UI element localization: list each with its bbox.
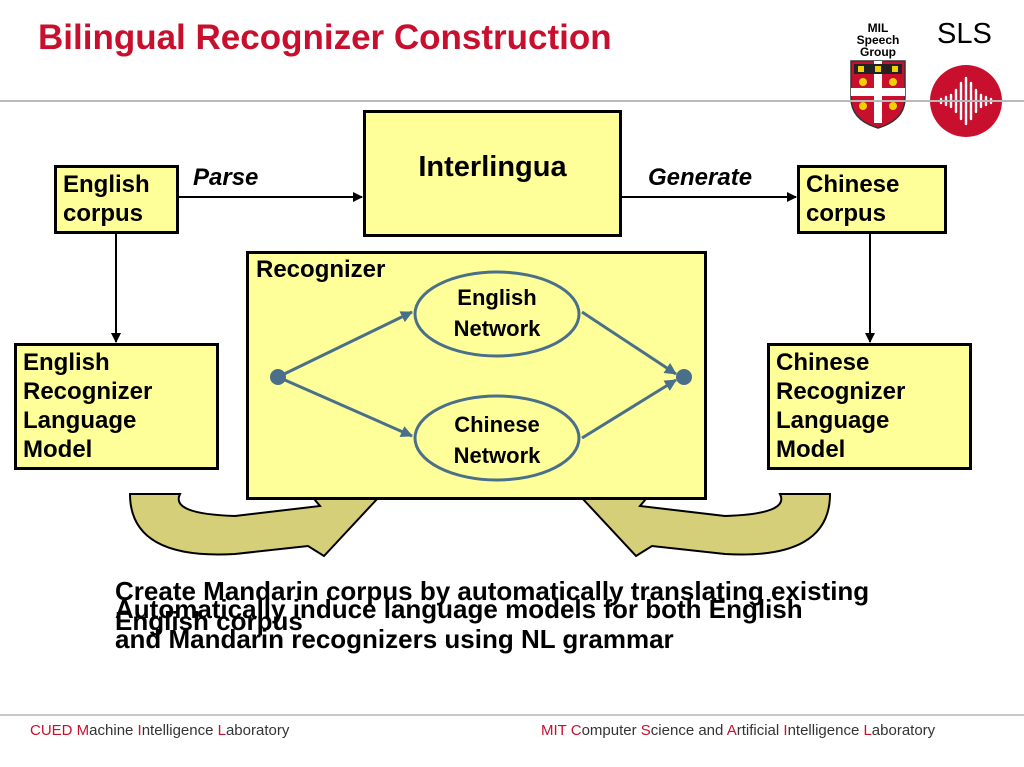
footer-text-segment: A bbox=[726, 722, 737, 739]
generate-label: Generate bbox=[648, 164, 753, 191]
footer-text-segment: aboratory bbox=[225, 722, 290, 739]
english-corpus-box: English corpus bbox=[54, 165, 179, 234]
bullet-text-2: Automatically induce language models for… bbox=[115, 594, 803, 654]
footer-text-segment: S bbox=[640, 722, 651, 739]
english-language-model-label: English Recognizer Language Model bbox=[23, 349, 153, 463]
english-network-node bbox=[413, 270, 581, 358]
chinese-corpus-box: Chinese corpus bbox=[797, 165, 947, 234]
footer-text-segment: I bbox=[137, 722, 142, 739]
start-node bbox=[270, 369, 286, 385]
footer-divider bbox=[0, 714, 1024, 716]
footer-text-segment: omputer bbox=[581, 722, 641, 739]
footer-text-segment: C bbox=[570, 722, 582, 739]
footer-text-segment: L bbox=[217, 722, 226, 739]
chinese-corpus-label: Chinese corpus bbox=[806, 171, 900, 227]
interlingua-label: Interlingua bbox=[418, 151, 567, 183]
footer-text-segment: M bbox=[76, 722, 90, 739]
footer-text-segment: I bbox=[783, 722, 788, 739]
mil-speech-group-logo: MIL Speech Group bbox=[848, 22, 908, 135]
chinese-language-model-box: Chinese Recognizer Language Model bbox=[767, 343, 972, 470]
end-node bbox=[676, 369, 692, 385]
recognizer-label: Recognizer bbox=[256, 256, 386, 283]
english-network-label: English Network bbox=[453, 285, 541, 341]
right-curved-arrow bbox=[579, 492, 832, 558]
chinese-language-model-label: Chinese Recognizer Language Model bbox=[776, 349, 906, 463]
edge-start-to-english bbox=[277, 310, 413, 379]
edge-chinese-to-end bbox=[581, 378, 677, 440]
chinese-network-label: Chinese Network bbox=[453, 412, 541, 468]
footer-text-segment: MIT bbox=[541, 722, 571, 739]
footer-text-segment: rtificial bbox=[736, 722, 784, 739]
mil-logo-text: MIL Speech Group bbox=[856, 21, 900, 59]
footer-mit-csail: MIT Computer Science and Artificial Inte… bbox=[541, 722, 935, 739]
english-corpus-label: English corpus bbox=[63, 171, 150, 227]
footer-text-segment: ntelligence bbox=[141, 722, 218, 739]
header-divider bbox=[0, 100, 1024, 102]
parse-label: Parse bbox=[193, 164, 259, 191]
slide-title: Bilingual Recognizer Construction bbox=[38, 18, 612, 57]
footer-cued-lab: CUED Machine Intelligence Laboratory bbox=[30, 722, 289, 739]
footer-text-segment: L bbox=[863, 722, 872, 739]
footer-text-segment: cience and bbox=[650, 722, 727, 739]
interlingua-box: Interlingua bbox=[363, 110, 622, 237]
cambridge-crest-icon bbox=[850, 60, 906, 129]
footer-text-segment: achine bbox=[89, 722, 138, 739]
bullet-text-1: Create Mandarin corpus by automatically … bbox=[115, 576, 870, 636]
footer-text-segment: ntelligence bbox=[787, 722, 864, 739]
edge-english-to-end bbox=[581, 310, 677, 376]
footer-text-segment: CUED bbox=[30, 722, 77, 739]
footer-text-segment: aboratory bbox=[871, 722, 936, 739]
chinese-network-node bbox=[413, 394, 581, 482]
edge-start-to-chinese bbox=[277, 375, 413, 438]
sls-logo-text: SLS bbox=[937, 18, 992, 50]
english-language-model-box: English Recognizer Language Model bbox=[14, 343, 219, 470]
left-curved-arrow bbox=[128, 492, 381, 558]
